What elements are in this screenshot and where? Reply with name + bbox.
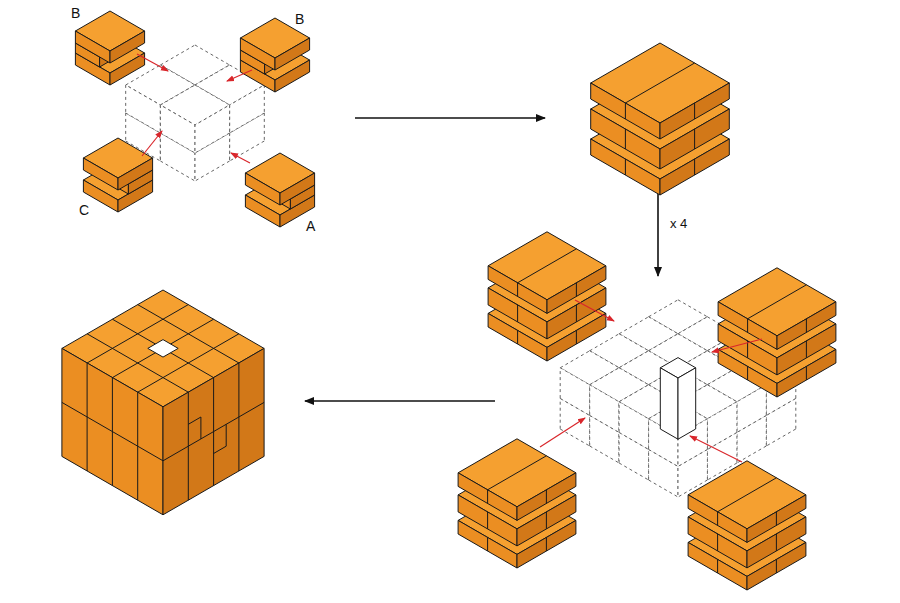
insert-arrow [540,418,585,447]
joint-line [694,103,695,119]
joint-line [718,478,777,512]
piece-label: B [71,6,80,20]
joint-line [576,283,577,297]
joint-line [748,285,807,319]
joint-line [487,490,488,504]
joint-line [806,319,807,333]
insert-arrow [231,153,250,163]
joint-line [576,305,577,322]
joint-line [517,330,518,344]
insert-arrow [142,131,162,156]
joint-line [625,103,626,119]
insert-arrow [227,70,252,81]
joint-line [625,129,626,149]
joint-line [776,534,777,551]
block-face [163,348,264,514]
block-face [245,173,280,205]
joint-line [138,334,239,392]
joint-line [517,305,518,322]
ghost-cell [737,385,766,433]
joint-line [546,512,547,529]
joint-line [694,159,695,175]
joint-line [717,534,718,551]
joint-line [546,490,547,504]
piece-label: A [306,219,315,233]
core-column [660,368,678,439]
ghost-cell [707,402,737,450]
center-void [148,340,178,358]
block-face [62,348,163,514]
joint-line [776,512,777,526]
joint-line [200,417,201,439]
joint-line [163,402,264,460]
joint-line [488,456,547,490]
core-column [678,368,696,439]
joint-line [487,512,488,529]
joint-line [806,366,807,380]
insert-arrows [137,54,762,462]
ghost-cell [230,85,265,133]
insert-arrow [137,54,168,71]
joint-line [747,366,748,380]
piece-label: B [295,12,304,26]
ghost-cell [126,85,161,133]
block-face [75,31,110,63]
ghost-cell [619,402,649,450]
joint-line [717,512,718,526]
joint-line [518,249,577,283]
ghost-cell [590,385,619,433]
insert-arrow [690,436,742,462]
block-group [62,11,836,590]
joint-line [747,319,748,333]
insert-arrow [575,300,614,321]
block-face [280,173,315,205]
joint-line [188,417,201,424]
block-face [110,31,145,63]
joint-line [214,446,227,453]
ghost-cell [560,368,590,416]
joint-line [226,424,227,446]
step-arrow [305,400,495,402]
block-face [83,158,118,190]
joint-line [487,537,488,551]
step-arrow [355,117,545,119]
joint-line [625,63,694,103]
joint-line [517,283,518,297]
block-face [240,38,275,70]
joint-line [625,159,626,175]
joint-line [546,537,547,551]
ghost-cell [160,105,195,153]
block-face [275,38,310,70]
joint-line [776,559,777,573]
piece-label: C [79,203,89,217]
joint-line [717,559,718,573]
joint-line [576,330,577,344]
insert-arrow [712,339,762,352]
block-face [118,158,153,190]
joint-line [112,319,213,377]
joint-line [112,319,213,377]
joint-line [694,129,695,149]
joint-line [87,334,188,392]
joint-line [62,402,163,460]
ghost-cell [195,105,230,153]
multiplier-label: x 4 [670,217,687,230]
joint-line [806,341,807,358]
